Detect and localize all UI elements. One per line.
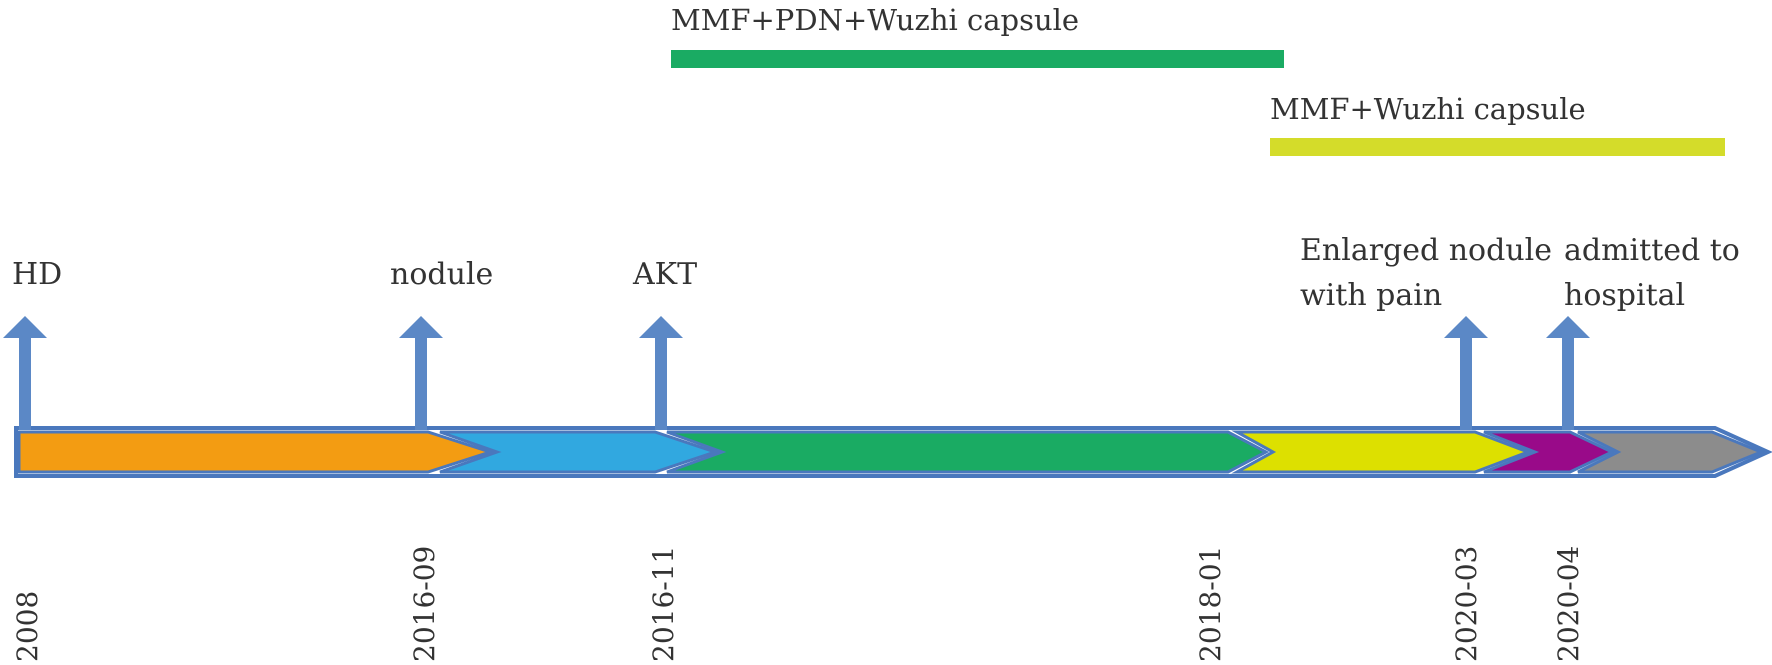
timeline-bar (14, 426, 1772, 478)
event-label-line-2: with pain (1300, 278, 1442, 313)
event-arrow-icon (399, 316, 443, 430)
event-label-line-1: admitted to (1564, 233, 1740, 268)
event-label-line-1: Enlarged nodule (1300, 233, 1552, 268)
date-label-2018-01: 2018-01 (1194, 546, 1227, 662)
event-akt: AKT (632, 257, 697, 430)
treatment-bar-2 (1270, 138, 1725, 156)
event-label: nodule (390, 257, 493, 292)
event-nodule: nodule (390, 257, 493, 430)
event-arrow-icon (1444, 316, 1488, 430)
treatment-bar-1 (671, 50, 1284, 68)
event-hd: HD (3, 257, 62, 430)
event-arrow-icon (3, 316, 47, 430)
timeline-segment-2018-01 (1231, 430, 1533, 474)
treatment-label-1: MMF+PDN+Wuzhi capsule (671, 3, 1079, 37)
timeline-segment-2008 (17, 430, 495, 474)
timeline-segment-2020-04 (1577, 430, 1765, 474)
event-arrow-icon (1546, 316, 1590, 430)
event-enlarged-nodule: Enlarged nodule with pain (1300, 233, 1552, 430)
event-label: AKT (632, 257, 697, 292)
timeline-outline (14, 426, 1772, 478)
event-admitted: admitted to hospital (1546, 233, 1740, 430)
date-label-2008: 2008 (11, 591, 44, 662)
event-label-line-2: hospital (1564, 278, 1685, 313)
date-label-2020-04: 2020-04 (1552, 546, 1585, 662)
timeline-segment-2020-03 (1483, 430, 1616, 474)
event-label: HD (12, 257, 62, 292)
date-label-2016-11: 2016-11 (647, 546, 680, 662)
event-arrow-icon (639, 316, 683, 430)
date-label-2016-09: 2016-09 (408, 546, 441, 662)
timeline-segment-2016-11 (666, 430, 1270, 474)
date-label-2020-03: 2020-03 (1450, 546, 1483, 662)
treatment-label-2: MMF+Wuzhi capsule (1270, 92, 1586, 126)
timeline-segment-2016-09 (439, 430, 720, 474)
